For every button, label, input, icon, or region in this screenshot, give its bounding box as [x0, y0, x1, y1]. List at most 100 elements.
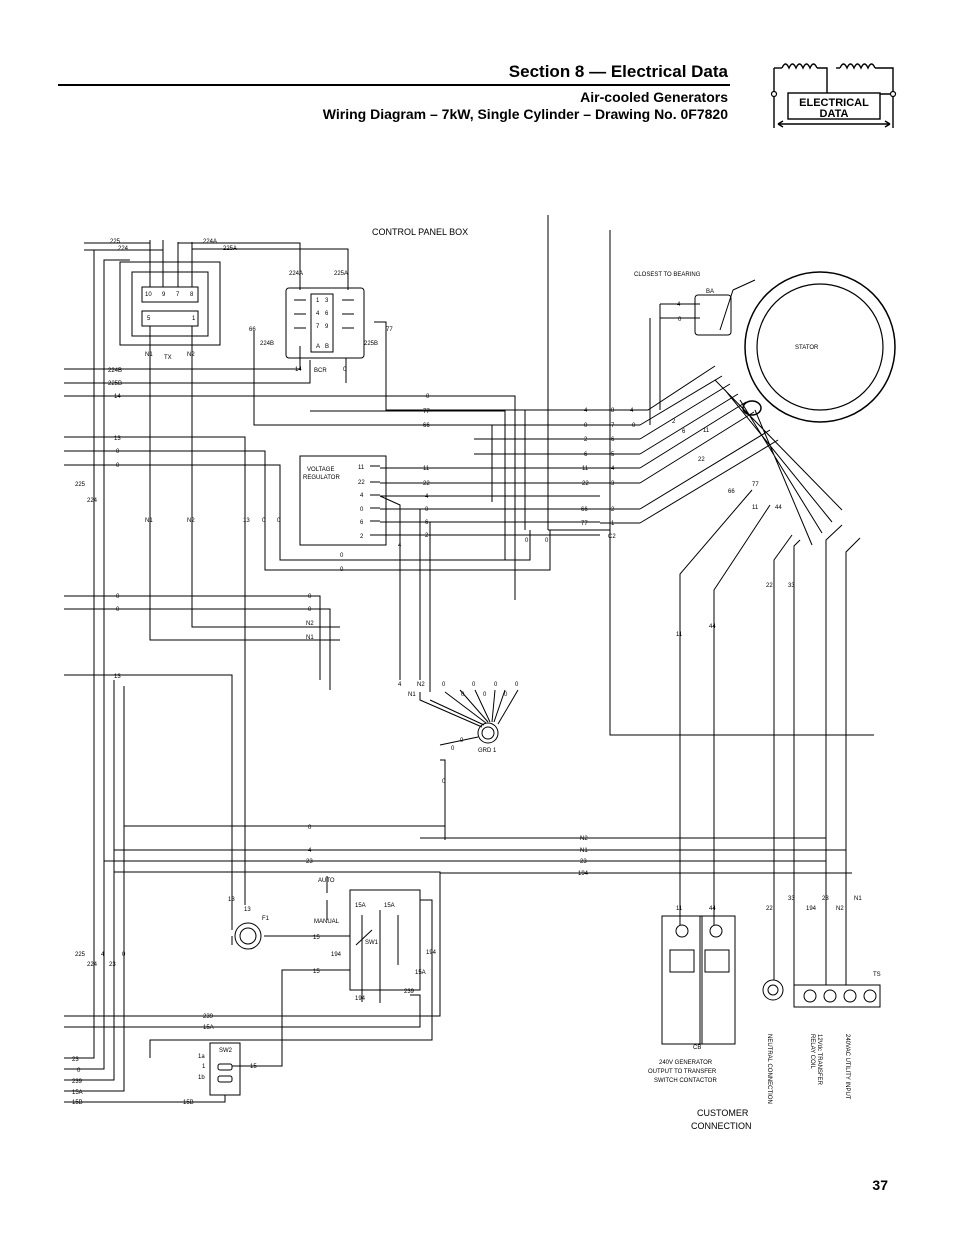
cb-label: CB [693, 1045, 701, 1051]
wire-label: 0 [343, 367, 347, 373]
wire-label: 2 [611, 507, 615, 513]
wire-label: 6 [584, 452, 588, 458]
wire-label: 0 [116, 594, 120, 600]
wire-label: 0 [494, 682, 498, 688]
wire-label: 0 [451, 746, 455, 752]
wire-label: 11 [423, 466, 430, 472]
wire-label: 15A [355, 903, 366, 909]
wire-label: 6 [425, 520, 429, 526]
wire-label: 15A [203, 1025, 214, 1031]
wire-label: 23 [306, 859, 313, 865]
wire-label: 0 [308, 825, 312, 831]
wire-label: 225B [364, 341, 378, 347]
neutral-connection-label: NEUTRAL CONNECTION [766, 1034, 772, 1104]
wire-label: 77 [581, 521, 588, 527]
wire-label: 0 [340, 567, 344, 573]
wire-label: 0 [504, 692, 508, 698]
wire-label: 15A [72, 1090, 83, 1096]
wire-label: 1 [611, 521, 615, 527]
wire-label: 66 [249, 327, 256, 333]
wire-label: 0 [360, 507, 364, 513]
wire-label: 4 [398, 682, 402, 688]
wire-label: 2 [672, 419, 676, 425]
wire-label: 194 [578, 871, 589, 877]
wire-label: 0 [460, 738, 464, 744]
wire-label: 13 [243, 518, 250, 524]
wire-label: 14 [114, 394, 121, 400]
wire-label: 2 [360, 534, 364, 540]
control-panel-box-outline [547, 215, 874, 736]
wire-label: 44 [709, 624, 716, 630]
wire-label: 1a [198, 1054, 205, 1060]
wire-label: 239 [203, 1014, 214, 1020]
wire-label: 22 [423, 481, 430, 487]
wire-label: 6 [682, 429, 686, 435]
wire-label: 11 [676, 632, 683, 638]
wire-label: 0 [116, 449, 120, 455]
wire-label: 194 [331, 952, 342, 958]
wire-label: 225A [334, 271, 348, 277]
wire-label: 11 [582, 466, 589, 472]
wire-label: N2 [580, 836, 588, 842]
wire-label: 23 [72, 1057, 79, 1063]
ts-label: TS [873, 972, 881, 978]
wire-label: 44 [775, 505, 782, 511]
wire-label: 239 [404, 989, 415, 995]
logo-line-2: DATA [820, 108, 849, 120]
wire-label: 23 [580, 859, 587, 865]
wire-label: 15B [183, 1100, 194, 1106]
wire-label: 0 [262, 518, 266, 524]
grd1-label: GRD 1 [478, 748, 497, 754]
wire-label: 22 [698, 457, 705, 463]
wire-label: 0 [277, 518, 281, 524]
wire-label: 1 [316, 298, 320, 304]
auto-label: AUTO [318, 878, 335, 884]
wire-label: 0 [116, 607, 120, 613]
wire-label: 23 [822, 896, 829, 902]
wire-label: 15A [384, 903, 395, 909]
wire-label: N1 [580, 848, 588, 854]
wire-label: 11 [703, 428, 710, 434]
wire-label: 4 [398, 543, 402, 549]
tx-label: TX [164, 355, 172, 361]
voltage-regulator-label-1: VOLTAGE [307, 467, 334, 473]
wire-label: 44 [709, 906, 716, 912]
bcr-label: BCR [314, 368, 327, 374]
voltage-regulator-label-2: REGULATOR [303, 475, 340, 481]
wire-label: N2 [187, 518, 195, 524]
wire-label: 22 [766, 906, 773, 912]
wire-label: 224B [108, 368, 122, 374]
wire-label: 22 [358, 480, 365, 486]
wire-label: 4 [630, 408, 634, 414]
wire-label: 1 [192, 316, 196, 322]
customer-label-2: CONNECTION [691, 1121, 752, 1131]
sw1-label: SW1 [365, 940, 379, 946]
wire-label: 225 [75, 952, 86, 958]
wire-label: 14 [295, 367, 302, 373]
wire-label: 4 [101, 952, 105, 958]
wire-label: 15 [313, 935, 320, 941]
wire-label: 5 [611, 452, 615, 458]
wire-label: 194 [426, 950, 437, 956]
sw2-label: SW2 [219, 1048, 233, 1054]
wire-label: 5 [147, 316, 151, 322]
wire-label: N1 [145, 352, 153, 358]
customer-label-1: CUSTOMER [697, 1108, 749, 1118]
wire-label: 1 [202, 1064, 206, 1070]
closest-to-bearing-label: CLOSEST TO BEARING [634, 272, 701, 278]
wire-label: 7 [611, 423, 615, 429]
stator-label: STATOR [795, 345, 819, 351]
wire-label: 13 [114, 436, 121, 442]
drawing-title: Wiring Diagram – 7kW, Single Cylinder – … [322, 106, 728, 122]
wire-label: 3 [325, 298, 329, 304]
wire-label: 0 [515, 682, 519, 688]
wire-label: 22 [582, 481, 589, 487]
manual-label: MANUAL [314, 919, 340, 925]
wire-label: 22 [766, 583, 773, 589]
wire-label: 0 [425, 507, 429, 513]
utility-input-label: 240VAC UTILITY INPUT [844, 1034, 850, 1100]
wire-label: 194 [806, 906, 817, 912]
c2-label: C2 [608, 534, 616, 540]
wire-label: 15B [72, 1100, 83, 1106]
